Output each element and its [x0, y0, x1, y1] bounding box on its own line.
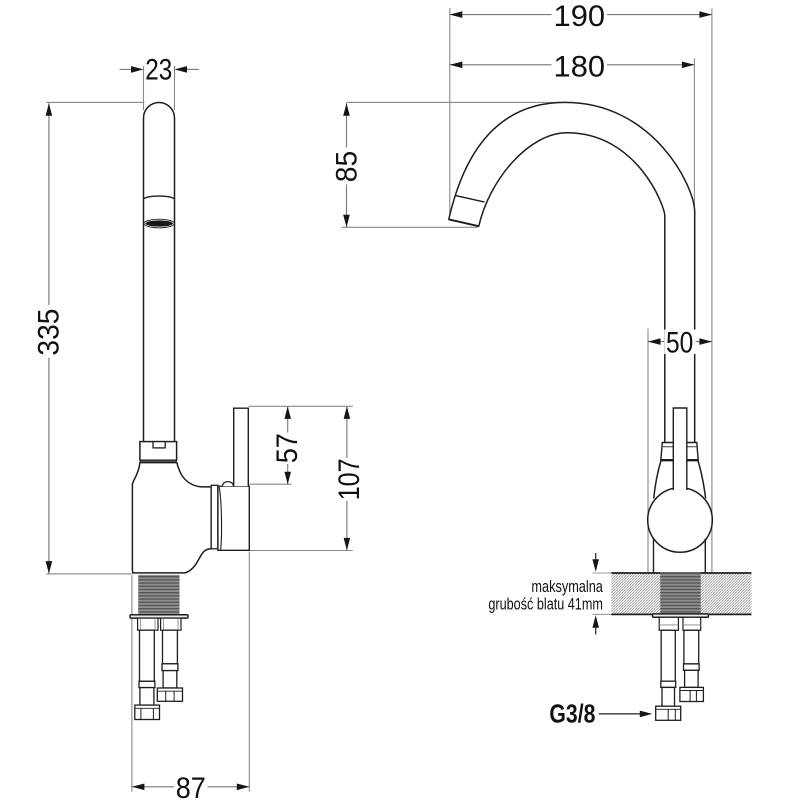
svg-text:335: 335 — [33, 309, 66, 356]
svg-text:180: 180 — [554, 51, 606, 84]
svg-text:23: 23 — [145, 54, 172, 87]
svg-text:50: 50 — [666, 326, 693, 359]
svg-text:G3/8: G3/8 — [549, 699, 595, 729]
svg-text:grubość blatu 41mm: grubość blatu 41mm — [488, 594, 603, 613]
svg-text:87: 87 — [176, 772, 206, 800]
svg-text:107: 107 — [333, 459, 366, 501]
svg-text:190: 190 — [554, 0, 606, 33]
svg-text:maksymalna: maksymalna — [531, 577, 603, 596]
svg-text:85: 85 — [331, 151, 364, 183]
svg-text:57: 57 — [271, 433, 304, 463]
